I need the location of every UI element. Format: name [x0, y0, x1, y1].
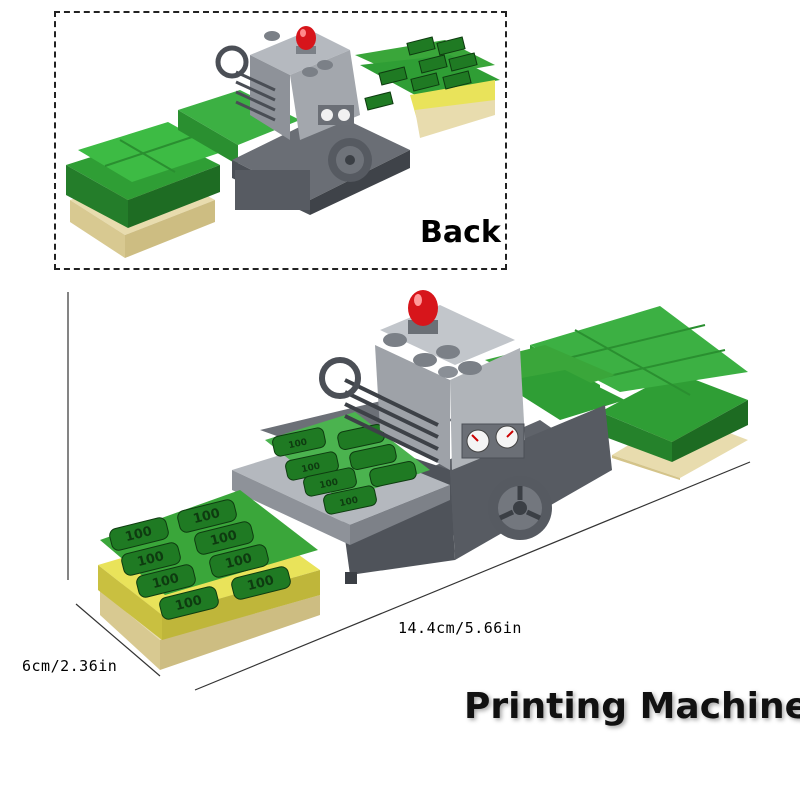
product-title: Printing Machine [464, 686, 800, 727]
bill-label: 100 [319, 477, 339, 491]
bill-label: 100 [136, 549, 166, 570]
bill-label: 100 [174, 593, 204, 614]
width-dimension: 14.4cm/5.66in [398, 619, 522, 637]
depth-dimension: 6cm/2.36in [22, 657, 118, 675]
bill-label: 100 [301, 461, 321, 475]
back-view-machine [66, 26, 500, 258]
bill-label: 100 [288, 437, 308, 451]
bill-label: 100 [246, 573, 276, 594]
back-view-frame [54, 11, 507, 270]
bill-label: 100 [339, 495, 359, 509]
bill-label: 100 [224, 551, 254, 572]
main-view-machine: 100 100 100 100 100 100 100 100 100 100 … [67, 290, 751, 691]
machine-bills [265, 412, 430, 515]
bill-label: 100 [124, 524, 154, 545]
bill-label: 100 [192, 506, 222, 527]
bill-label: 100 [151, 571, 181, 592]
bill-label: 100 [209, 528, 239, 549]
back-label: Back [420, 215, 501, 250]
bill-labels: 100 100 100 100 100 100 100 100 100 100 … [124, 437, 359, 614]
stack-bills [109, 499, 291, 620]
